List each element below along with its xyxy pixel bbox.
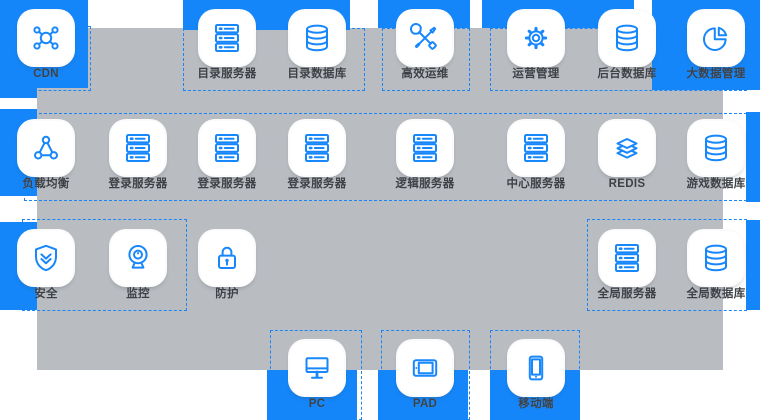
server-rack-icon	[212, 133, 242, 163]
desktop-icon	[302, 353, 332, 383]
tablet-icon	[410, 353, 440, 383]
server-rack-icon	[410, 133, 440, 163]
diagram-canvas	[37, 28, 723, 370]
cdn-network-icon	[31, 23, 61, 53]
node-label: 运营管理	[512, 68, 560, 80]
node-label: 目录数据库	[287, 68, 347, 80]
diagram-node-tile	[689, 121, 743, 175]
diagram-node-tile	[200, 121, 254, 175]
diagram-node-tile	[509, 11, 563, 65]
server-rack-icon	[212, 23, 242, 53]
diagram-node-tile	[19, 121, 73, 175]
node-label: PC	[308, 398, 326, 410]
pie-chart-icon	[701, 23, 731, 53]
node-label: 逻辑服务器	[395, 178, 455, 190]
node-label: REDIS	[608, 178, 646, 190]
server-rack-icon	[123, 133, 153, 163]
database-icon	[701, 133, 731, 163]
node-label: 监控	[126, 288, 150, 300]
blue-accent-block	[746, 112, 760, 202]
blue-accent-block	[0, 88, 37, 98]
diagram-node-tile	[509, 341, 563, 395]
diagram-node-tile	[398, 121, 452, 175]
shield-icon	[31, 243, 61, 273]
server-rack-icon	[521, 133, 551, 163]
diagram-node-tile	[398, 341, 452, 395]
layers-icon	[612, 133, 642, 163]
database-icon	[302, 23, 332, 53]
node-label: 游戏数据库	[686, 178, 746, 190]
node-label: 登录服务器	[197, 178, 257, 190]
diagram-node-tile	[689, 11, 743, 65]
diagram-node-tile	[600, 11, 654, 65]
node-label: 高效运维	[401, 68, 449, 80]
diagram-node-tile	[689, 231, 743, 285]
diagram-node-tile	[290, 121, 344, 175]
node-label: 大数据管理	[686, 68, 746, 80]
blue-accent-block	[746, 220, 760, 310]
node-label: 目录服务器	[197, 68, 257, 80]
diagram-node-tile	[200, 231, 254, 285]
node-label: 防护	[215, 288, 239, 300]
node-label: 登录服务器	[287, 178, 347, 190]
node-label: 移动端	[518, 398, 554, 410]
server-rack-icon	[612, 243, 642, 273]
node-label: 后台数据库	[597, 68, 657, 80]
node-label: 负载均衡	[22, 178, 70, 190]
smartphone-icon	[521, 353, 551, 383]
node-label: 全局服务器	[597, 288, 657, 300]
diagram-node-tile	[290, 341, 344, 395]
diagram-node-tile	[111, 121, 165, 175]
diagram-node-tile	[600, 231, 654, 285]
tools-icon	[410, 23, 440, 53]
database-icon	[612, 23, 642, 53]
node-label: 中心服务器	[506, 178, 566, 190]
node-label: PAD	[412, 398, 438, 410]
server-rack-icon	[302, 133, 332, 163]
diagram-node-tile	[290, 11, 344, 65]
node-label: 登录服务器	[108, 178, 168, 190]
diagram-node-tile	[200, 11, 254, 65]
lock-icon	[212, 243, 242, 273]
node-label: 安全	[34, 288, 58, 300]
diagram-node-tile	[600, 121, 654, 175]
diagram-node-tile	[19, 231, 73, 285]
diagram-node-tile	[111, 231, 165, 285]
node-label: CDN	[33, 68, 59, 80]
load-balancer-icon	[31, 133, 61, 163]
database-icon	[701, 243, 731, 273]
gear-icon	[521, 23, 551, 53]
diagram-node-tile	[19, 11, 73, 65]
diagram-node-tile	[398, 11, 452, 65]
diagram-node-tile	[509, 121, 563, 175]
webcam-icon	[123, 243, 153, 273]
node-label: 全局数据库	[686, 288, 746, 300]
